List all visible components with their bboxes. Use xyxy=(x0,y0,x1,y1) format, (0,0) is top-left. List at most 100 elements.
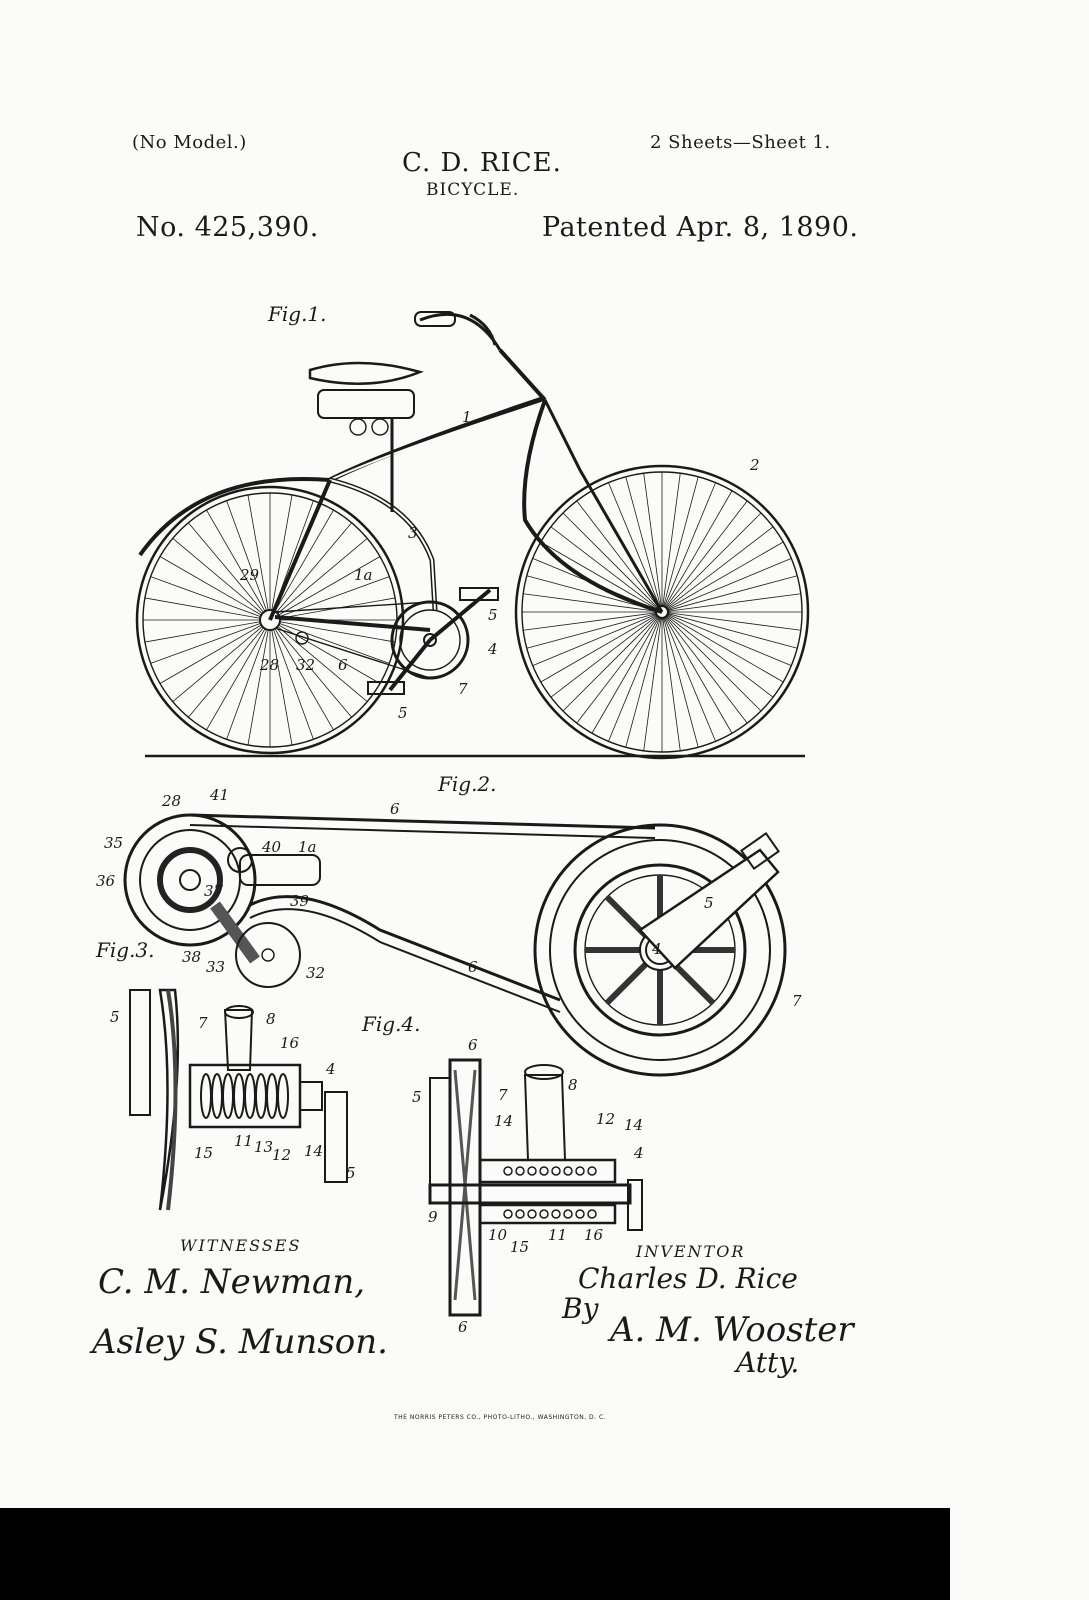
witness-signature: Asley S. Munson. xyxy=(92,1322,388,1362)
ref-numeral: 6 xyxy=(458,1318,468,1336)
spoke xyxy=(666,526,774,609)
spoke xyxy=(666,541,784,610)
ref-numeral: 4 xyxy=(652,940,662,958)
sheet-count: 2 Sheets—Sheet 1. xyxy=(650,132,831,153)
spoke xyxy=(144,597,261,619)
ref-numeral: 11 xyxy=(234,1132,254,1150)
spoke xyxy=(276,522,352,613)
spoke xyxy=(172,626,263,702)
ref-numeral: 7 xyxy=(458,680,468,698)
spring-coil xyxy=(222,1073,234,1119)
spoke xyxy=(643,617,662,751)
ref-numeral: 1a xyxy=(298,838,317,856)
ref-numeral: 3 xyxy=(408,524,418,542)
inventor-signature: Charles D. Rice xyxy=(578,1262,798,1295)
spoke xyxy=(625,617,661,748)
ref-numeral: 6 xyxy=(390,800,400,818)
inventor-name: C. D. RICE. xyxy=(402,148,562,178)
ref-numeral: 5 xyxy=(346,1164,356,1182)
spoke xyxy=(277,538,368,614)
spoke xyxy=(591,616,660,734)
spring-coil xyxy=(255,1073,267,1119)
ref-numeral: 14 xyxy=(304,1142,324,1160)
ref-numeral: 32 xyxy=(306,964,326,982)
spoke xyxy=(271,629,293,746)
spoke xyxy=(664,616,733,734)
spoke xyxy=(667,613,792,666)
fig1-label: Fig.1. xyxy=(268,302,327,326)
ref-numeral: 12 xyxy=(596,1110,616,1128)
ref-numeral: 37 xyxy=(204,882,224,900)
spoke xyxy=(247,629,269,746)
ref-numeral: 14 xyxy=(494,1112,514,1130)
spoke xyxy=(666,615,774,698)
spoke xyxy=(662,473,681,607)
ref-numeral: 6 xyxy=(468,958,478,976)
bearing-ball xyxy=(551,1166,561,1176)
patent-number: No. 425,390. xyxy=(136,212,319,243)
bearing-ball xyxy=(503,1209,513,1219)
bearing-ball xyxy=(503,1166,513,1176)
spoke xyxy=(540,614,658,683)
ref-numeral: 28 xyxy=(260,656,280,674)
spoke xyxy=(206,509,266,612)
ref-numeral: 5 xyxy=(704,894,714,912)
ref-numeral: 5 xyxy=(110,1008,120,1026)
fig1-bicycle xyxy=(135,311,810,760)
spoke xyxy=(279,623,390,664)
ref-numeral: 33 xyxy=(206,958,226,976)
witnesses-label: WITNESSES xyxy=(180,1236,302,1255)
scan-border xyxy=(0,1508,950,1600)
fig3-label: Fig.3. xyxy=(96,938,155,962)
spoke xyxy=(271,494,293,611)
ref-numeral: 7 xyxy=(498,1086,508,1104)
spring-coil xyxy=(266,1073,278,1119)
spoke xyxy=(663,476,699,607)
spoke xyxy=(278,556,381,616)
ref-numeral: 8 xyxy=(266,1010,276,1028)
bearing-ball xyxy=(539,1209,549,1219)
spoke xyxy=(662,617,681,751)
bearing-ball xyxy=(539,1166,549,1176)
ref-numeral: 32 xyxy=(296,656,316,674)
ref-numeral: 41 xyxy=(210,786,230,804)
spoke xyxy=(526,575,657,611)
spoke xyxy=(276,627,352,718)
ref-numeral: 10 xyxy=(488,1226,508,1244)
bearing-ball xyxy=(551,1209,561,1219)
spoke xyxy=(667,612,801,631)
spoke xyxy=(277,626,368,702)
spoke xyxy=(540,541,658,610)
spoke xyxy=(226,500,267,611)
spoke xyxy=(665,616,748,724)
spring-coil xyxy=(211,1073,223,1119)
spoke xyxy=(159,556,262,616)
ref-numeral: 5 xyxy=(398,704,408,722)
spring-coil xyxy=(277,1073,289,1119)
spoke xyxy=(665,615,762,712)
spoke xyxy=(665,512,762,609)
document-title: BICYCLE. xyxy=(426,180,520,200)
ref-numeral: 15 xyxy=(194,1144,214,1162)
bearing-ball xyxy=(563,1209,573,1219)
spoke xyxy=(523,593,657,612)
ref-numeral: 16 xyxy=(280,1034,300,1052)
model-note: (No Model.) xyxy=(132,132,247,153)
bearing-ball xyxy=(527,1166,537,1176)
spoke xyxy=(550,615,658,698)
scan-border-gap xyxy=(950,1530,1089,1600)
ref-numeral: 14 xyxy=(624,1116,644,1134)
spoke xyxy=(666,614,784,683)
ref-numeral: 7 xyxy=(198,1014,208,1032)
spoke xyxy=(667,613,798,649)
spoke xyxy=(667,575,798,611)
spoke xyxy=(663,482,716,607)
spoke xyxy=(562,615,659,712)
ref-numeral: 11 xyxy=(548,1226,568,1244)
spoke xyxy=(274,628,334,731)
spoke xyxy=(279,621,396,643)
ref-numeral: 36 xyxy=(96,872,116,890)
ref-numeral: 5 xyxy=(412,1088,422,1106)
ref-numeral: 2 xyxy=(750,456,760,474)
